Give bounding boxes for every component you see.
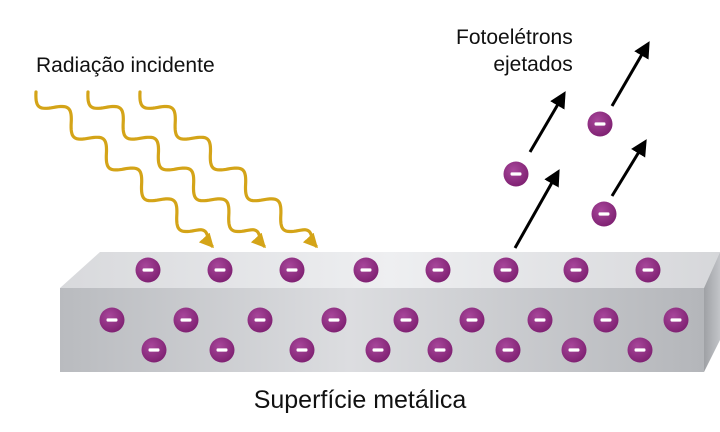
electron-icon — [393, 307, 419, 333]
electron-icon — [207, 257, 233, 283]
photoelectrons-label-line1: Fotoelétrons — [456, 26, 573, 49]
electron-icon — [279, 257, 305, 283]
slab-side-face — [704, 252, 720, 372]
electron-icon — [135, 257, 161, 283]
electron-icon — [561, 337, 587, 363]
ejection-arrows — [513, 41, 650, 249]
electron-icon — [587, 111, 613, 137]
electron-icon — [289, 337, 315, 363]
photoelectrons-label-line2: ejetados — [493, 53, 573, 76]
electron-icon — [593, 307, 619, 333]
electron-icon — [365, 337, 391, 363]
arrow-up-right-icon — [610, 41, 650, 107]
electron-icon — [563, 257, 589, 283]
arrow-up-right-icon — [528, 91, 566, 153]
electron-icon — [99, 307, 125, 333]
electron-icon — [247, 307, 273, 333]
electron-icon — [425, 257, 451, 283]
electron-icon — [209, 337, 235, 363]
radiation-wave — [34, 90, 214, 249]
electron-icon — [427, 337, 453, 363]
radiation-wave — [138, 90, 318, 249]
electron-icon — [493, 257, 519, 283]
arrow-up-right-icon — [513, 169, 560, 249]
electron-icon — [627, 337, 653, 363]
radiation-label: Radiação incidente — [36, 54, 215, 77]
electron-icon — [353, 257, 379, 283]
electron-icon — [503, 161, 529, 187]
electron-icon — [495, 337, 521, 363]
electron-icon — [173, 307, 199, 333]
electron-icon — [459, 307, 485, 333]
electron-icon — [591, 201, 617, 227]
arrow-up-right-icon — [610, 139, 647, 197]
electrons — [99, 111, 689, 363]
electron-icon — [635, 257, 661, 283]
electron-icon — [527, 307, 553, 333]
electron-icon — [321, 307, 347, 333]
incident-radiation-waves — [34, 90, 318, 249]
electron-icon — [141, 337, 167, 363]
electron-icon — [663, 307, 689, 333]
radiation-wave — [86, 90, 266, 249]
photoelectrons-label: Fotoelétrons ejetados — [456, 24, 573, 78]
surface-label: Superfície metálica — [253, 386, 467, 414]
